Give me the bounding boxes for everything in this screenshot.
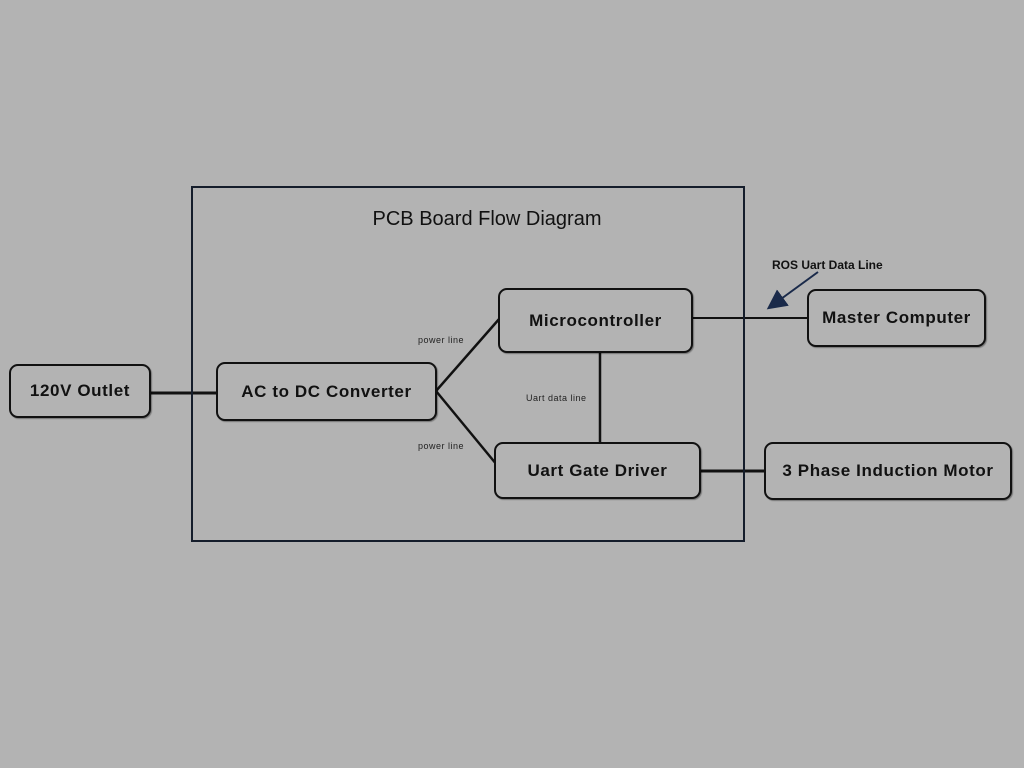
- node-ac-dc-converter[interactable]: AC to DC Converter: [216, 362, 437, 421]
- node-master-computer[interactable]: Master Computer: [807, 289, 986, 347]
- node-3-phase-motor[interactable]: 3 Phase Induction Motor: [764, 442, 1012, 500]
- pcb-board-frame: [191, 186, 745, 542]
- wire-power-to-gate-driver: [435, 390, 498, 466]
- label-power-line-bottom: power line: [418, 441, 465, 451]
- label-uart-data-line: Uart data line: [526, 393, 587, 403]
- node-microcontroller[interactable]: Microcontroller: [498, 288, 693, 353]
- node-uart-gate-driver[interactable]: Uart Gate Driver: [494, 442, 701, 499]
- label-power-line-top: power line: [418, 335, 465, 345]
- node-120v-outlet[interactable]: 120V Outlet: [9, 364, 151, 418]
- wire-power-to-microcontroller: [435, 317, 501, 392]
- ros-arrow: [766, 271, 819, 310]
- label-ros-uart-data-line: ROS Uart Data Line: [772, 258, 883, 272]
- diagram-title: PCB Board Flow Diagram: [372, 208, 602, 230]
